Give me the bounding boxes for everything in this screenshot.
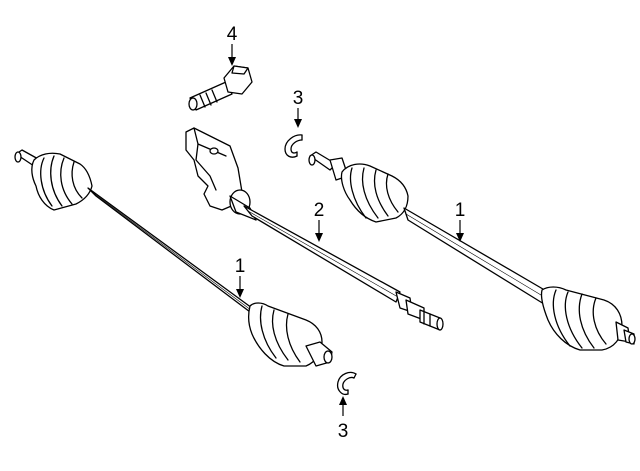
callout-3-top-label: 3	[293, 88, 304, 109]
snap-ring-part-3-bottom	[336, 371, 357, 396]
callout-1-left: 1	[235, 256, 246, 298]
snap-ring-part-3-top	[284, 134, 303, 158]
callout-3-bottom-label: 3	[338, 421, 349, 442]
callout-1-left-label: 1	[235, 256, 246, 277]
callout-3-top: 3	[293, 88, 304, 128]
callout-2: 2	[314, 200, 325, 242]
callout-2-label: 2	[314, 200, 325, 221]
callout-3-bottom: 3	[338, 396, 349, 442]
callout-1-right: 1	[455, 200, 466, 242]
callout-4-label: 4	[227, 24, 238, 45]
axle-shaft-right-part-1	[308, 151, 636, 351]
intermediate-shaft-part-2	[185, 127, 444, 331]
callout-4: 4	[227, 24, 238, 66]
bolt-part-4	[188, 65, 253, 111]
callout-1-right-label: 1	[455, 200, 466, 221]
axle-shaft-left-part-1	[14, 149, 333, 367]
